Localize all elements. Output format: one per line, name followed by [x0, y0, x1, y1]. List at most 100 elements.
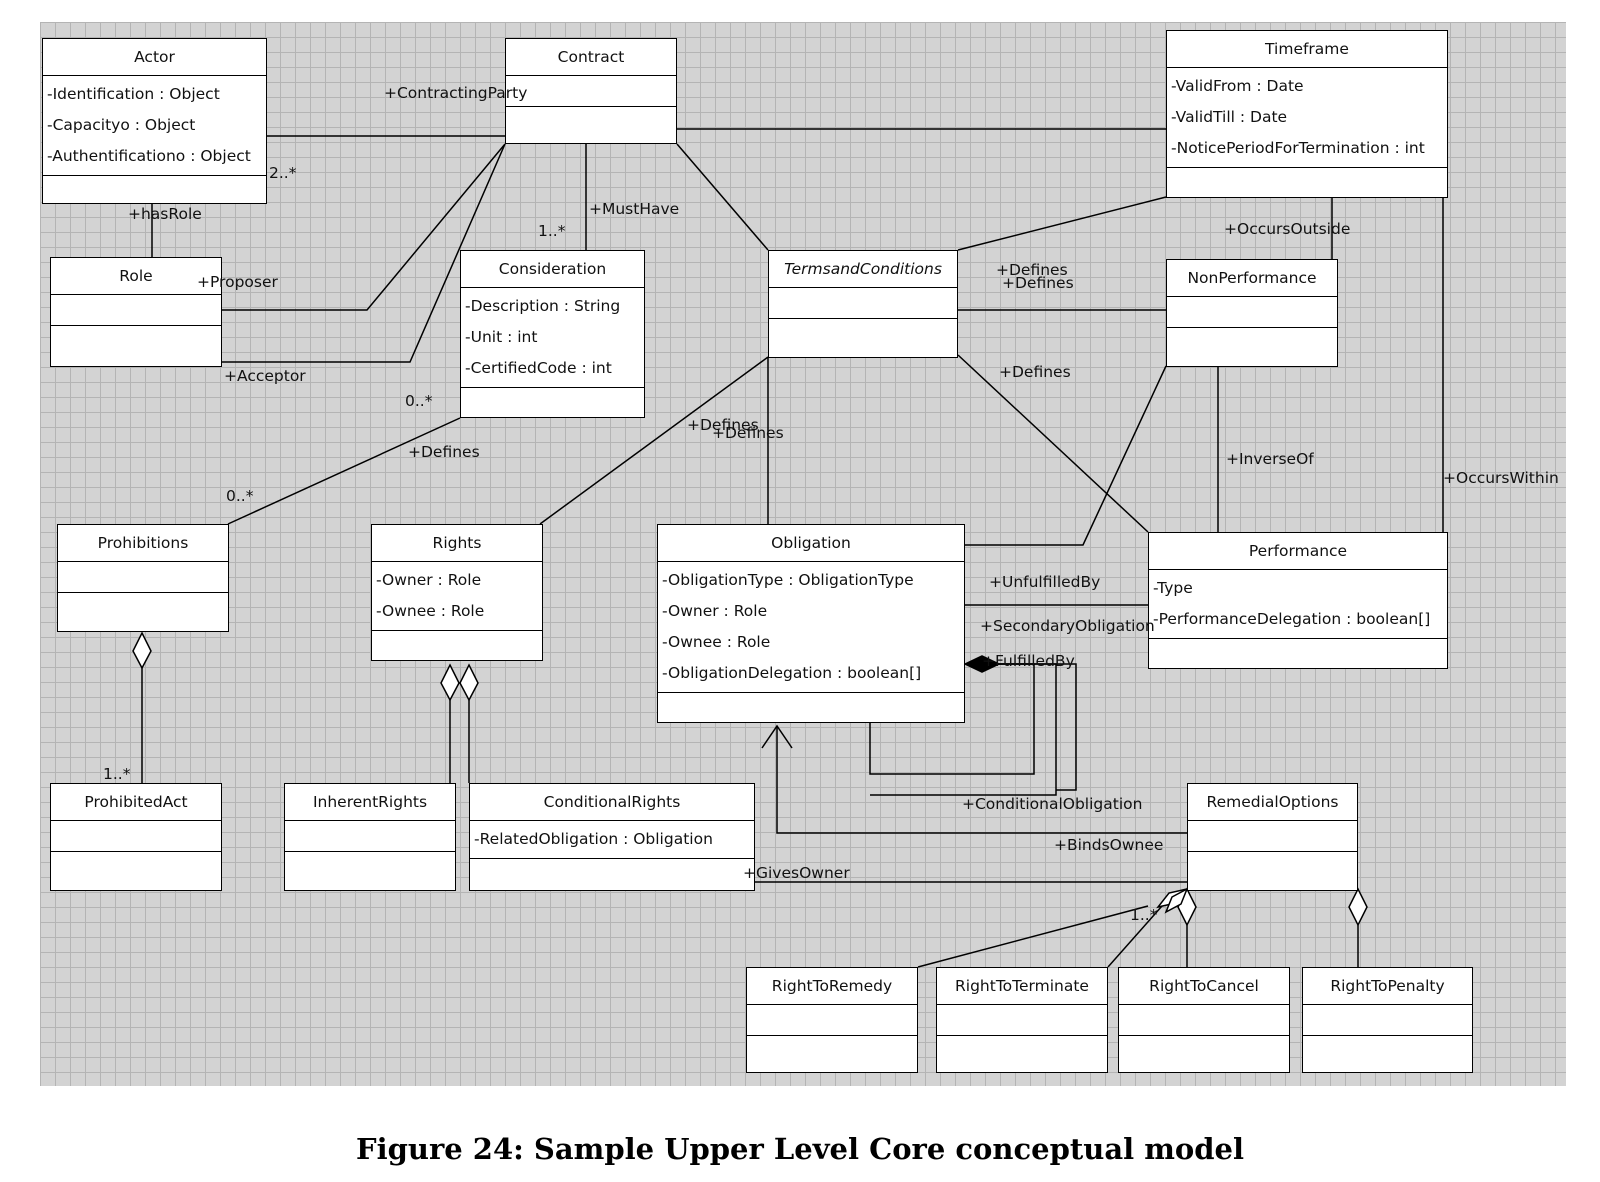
class-rights[interactable]: Rights -Owner : Role -Ownee : Role	[371, 524, 543, 661]
class-inherentrights[interactable]: InherentRights	[284, 783, 456, 891]
label-must-have-multiplicity: 1..*	[538, 222, 566, 240]
label-proposer: +Proposer	[197, 273, 278, 291]
class-righttoterminate[interactable]: RightToTerminate	[936, 967, 1108, 1073]
attribute-compartment	[1119, 1005, 1289, 1036]
class-name: Rights	[372, 525, 542, 562]
label-binds-ownee: +BindsOwnee	[1054, 836, 1164, 854]
label-consideration-multiplicity: 0..*	[405, 392, 433, 410]
label-remedial-multiplicity: 1..*	[1130, 906, 1158, 924]
attribute: -Capacityo : Object	[47, 116, 196, 134]
class-name: Consideration	[461, 251, 644, 288]
label-defines-rights: +Defines	[687, 416, 759, 434]
class-name: RemedialOptions	[1188, 784, 1357, 821]
attribute: -ObligationDelegation : boolean[]	[662, 664, 922, 682]
attribute-compartment	[51, 821, 221, 852]
class-name: TermsandConditions	[769, 251, 957, 288]
class-role[interactable]: Role	[50, 257, 222, 367]
class-righttopenalty[interactable]: RightToPenalty	[1302, 967, 1473, 1073]
attribute: -Owner : Role	[376, 571, 482, 589]
label-actor-multiplicity: 2..*	[269, 164, 297, 182]
attribute: -Description : String	[465, 297, 621, 315]
class-prohibitedact[interactable]: ProhibitedAct	[50, 783, 222, 891]
class-name: NonPerformance	[1167, 260, 1337, 297]
class-name: ProhibitedAct	[51, 784, 221, 821]
figure-caption: Figure 24: Sample Upper Level Core conce…	[355, 1132, 1244, 1166]
class-name: InherentRights	[285, 784, 455, 821]
label-occurs-outside: +OccursOutside	[1224, 220, 1351, 238]
label-prohibitedact-multiplicity: 1..*	[103, 765, 131, 783]
attribute-compartment: -Type -PerformanceDelegation : boolean[]	[1149, 570, 1447, 639]
attribute-compartment	[506, 76, 676, 107]
attribute: -ValidFrom : Date	[1171, 77, 1304, 95]
class-name: Timeframe	[1167, 31, 1447, 68]
class-name: RightToTerminate	[937, 968, 1107, 1005]
attribute-compartment	[51, 295, 221, 326]
class-name: RightToPenalty	[1303, 968, 1472, 1005]
label-secondary-obligation: +SecondaryObligation	[980, 617, 1155, 635]
attribute-compartment	[769, 288, 957, 319]
attribute-compartment: -Description : String -Unit : int -Certi…	[461, 288, 644, 388]
attribute: -CertifiedCode : int	[465, 359, 612, 377]
attribute: -Identification : Object	[47, 85, 220, 103]
attribute-compartment	[747, 1005, 917, 1036]
label-acceptor: +Acceptor	[224, 367, 306, 385]
class-obligation[interactable]: Obligation -ObligationType : ObligationT…	[657, 524, 965, 723]
class-name: Role	[51, 258, 221, 295]
label-defines-nonperformance-1: +Defines	[996, 261, 1068, 279]
attribute: -Ownee : Role	[376, 602, 485, 620]
attribute: -Unit : int	[465, 328, 538, 346]
label-defines-consideration: +Defines	[408, 443, 480, 461]
attribute-compartment: -ObligationType : ObligationType -Owner …	[658, 562, 964, 693]
attribute-compartment	[1188, 821, 1357, 852]
label-unfulfilled-by: +UnfulfilledBy	[989, 573, 1101, 591]
class-contract[interactable]: Contract	[505, 38, 677, 144]
class-name: Contract	[506, 39, 676, 76]
attribute-compartment: -Owner : Role -Ownee : Role	[372, 562, 542, 631]
class-performance[interactable]: Performance -Type -PerformanceDelegation…	[1148, 532, 1448, 669]
label-fulfilled-by: +FulfilledBy	[982, 652, 1075, 670]
class-righttoremedy[interactable]: RightToRemedy	[746, 967, 918, 1073]
class-righttocancel[interactable]: RightToCancel	[1118, 967, 1290, 1073]
label-must-have: +MustHave	[589, 200, 680, 218]
class-consideration[interactable]: Consideration -Description : String -Uni…	[460, 250, 645, 418]
attribute-compartment	[937, 1005, 1107, 1036]
class-name: Prohibitions	[58, 525, 228, 562]
label-defines-performance: +Defines	[999, 363, 1071, 381]
attribute-compartment: -ValidFrom : Date -ValidTill : Date -Not…	[1167, 68, 1447, 168]
class-conditionalrights[interactable]: ConditionalRights -RelatedObligation : O…	[469, 783, 755, 891]
attribute: -Type	[1153, 579, 1193, 597]
attribute-compartment	[1167, 297, 1337, 328]
class-name: ConditionalRights	[470, 784, 754, 821]
class-name: RightToCancel	[1119, 968, 1289, 1005]
label-inverse-of: +InverseOf	[1226, 450, 1314, 468]
attribute-compartment	[1303, 1005, 1472, 1036]
class-name: Performance	[1149, 533, 1447, 570]
attribute: -ObligationType : ObligationType	[662, 571, 914, 589]
class-actor[interactable]: Actor -Identification : Object -Capacity…	[42, 38, 267, 204]
attribute: -PerformanceDelegation : boolean[]	[1153, 610, 1431, 628]
class-name: Obligation	[658, 525, 964, 562]
class-timeframe[interactable]: Timeframe -ValidFrom : Date -ValidTill :…	[1166, 30, 1448, 198]
attribute: -Authentificationo : Object	[47, 147, 251, 165]
label-contracting-party: +ContractingParty	[384, 84, 528, 102]
class-terms-and-conditions[interactable]: TermsandConditions	[768, 250, 958, 358]
attribute: -Ownee : Role	[662, 633, 771, 651]
class-remedialoptions[interactable]: RemedialOptions	[1187, 783, 1358, 891]
label-has-role: +hasRole	[128, 205, 202, 223]
attribute: -Owner : Role	[662, 602, 768, 620]
attribute: -NoticePeriodForTermination : int	[1171, 139, 1425, 157]
class-nonperformance[interactable]: NonPerformance	[1166, 259, 1338, 367]
label-occurs-within: +OccursWithin	[1443, 469, 1559, 487]
attribute-compartment: -RelatedObligation : Obligation	[470, 821, 754, 859]
attribute-compartment	[58, 562, 228, 593]
class-name: RightToRemedy	[747, 968, 917, 1005]
attribute-compartment	[285, 821, 455, 852]
attribute: -RelatedObligation : Obligation	[474, 830, 713, 848]
attribute: -ValidTill : Date	[1171, 108, 1288, 126]
attribute-compartment: -Identification : Object -Capacityo : Ob…	[43, 76, 266, 176]
label-defines-nonperformance-2: +Defines	[1002, 274, 1074, 292]
label-conditional-obligation: +ConditionalObligation	[962, 795, 1143, 813]
class-prohibitions[interactable]: Prohibitions	[57, 524, 229, 632]
label-gives-owner: +GivesOwner	[743, 864, 850, 882]
label-prohibitions-multiplicity: 0..*	[226, 487, 254, 505]
